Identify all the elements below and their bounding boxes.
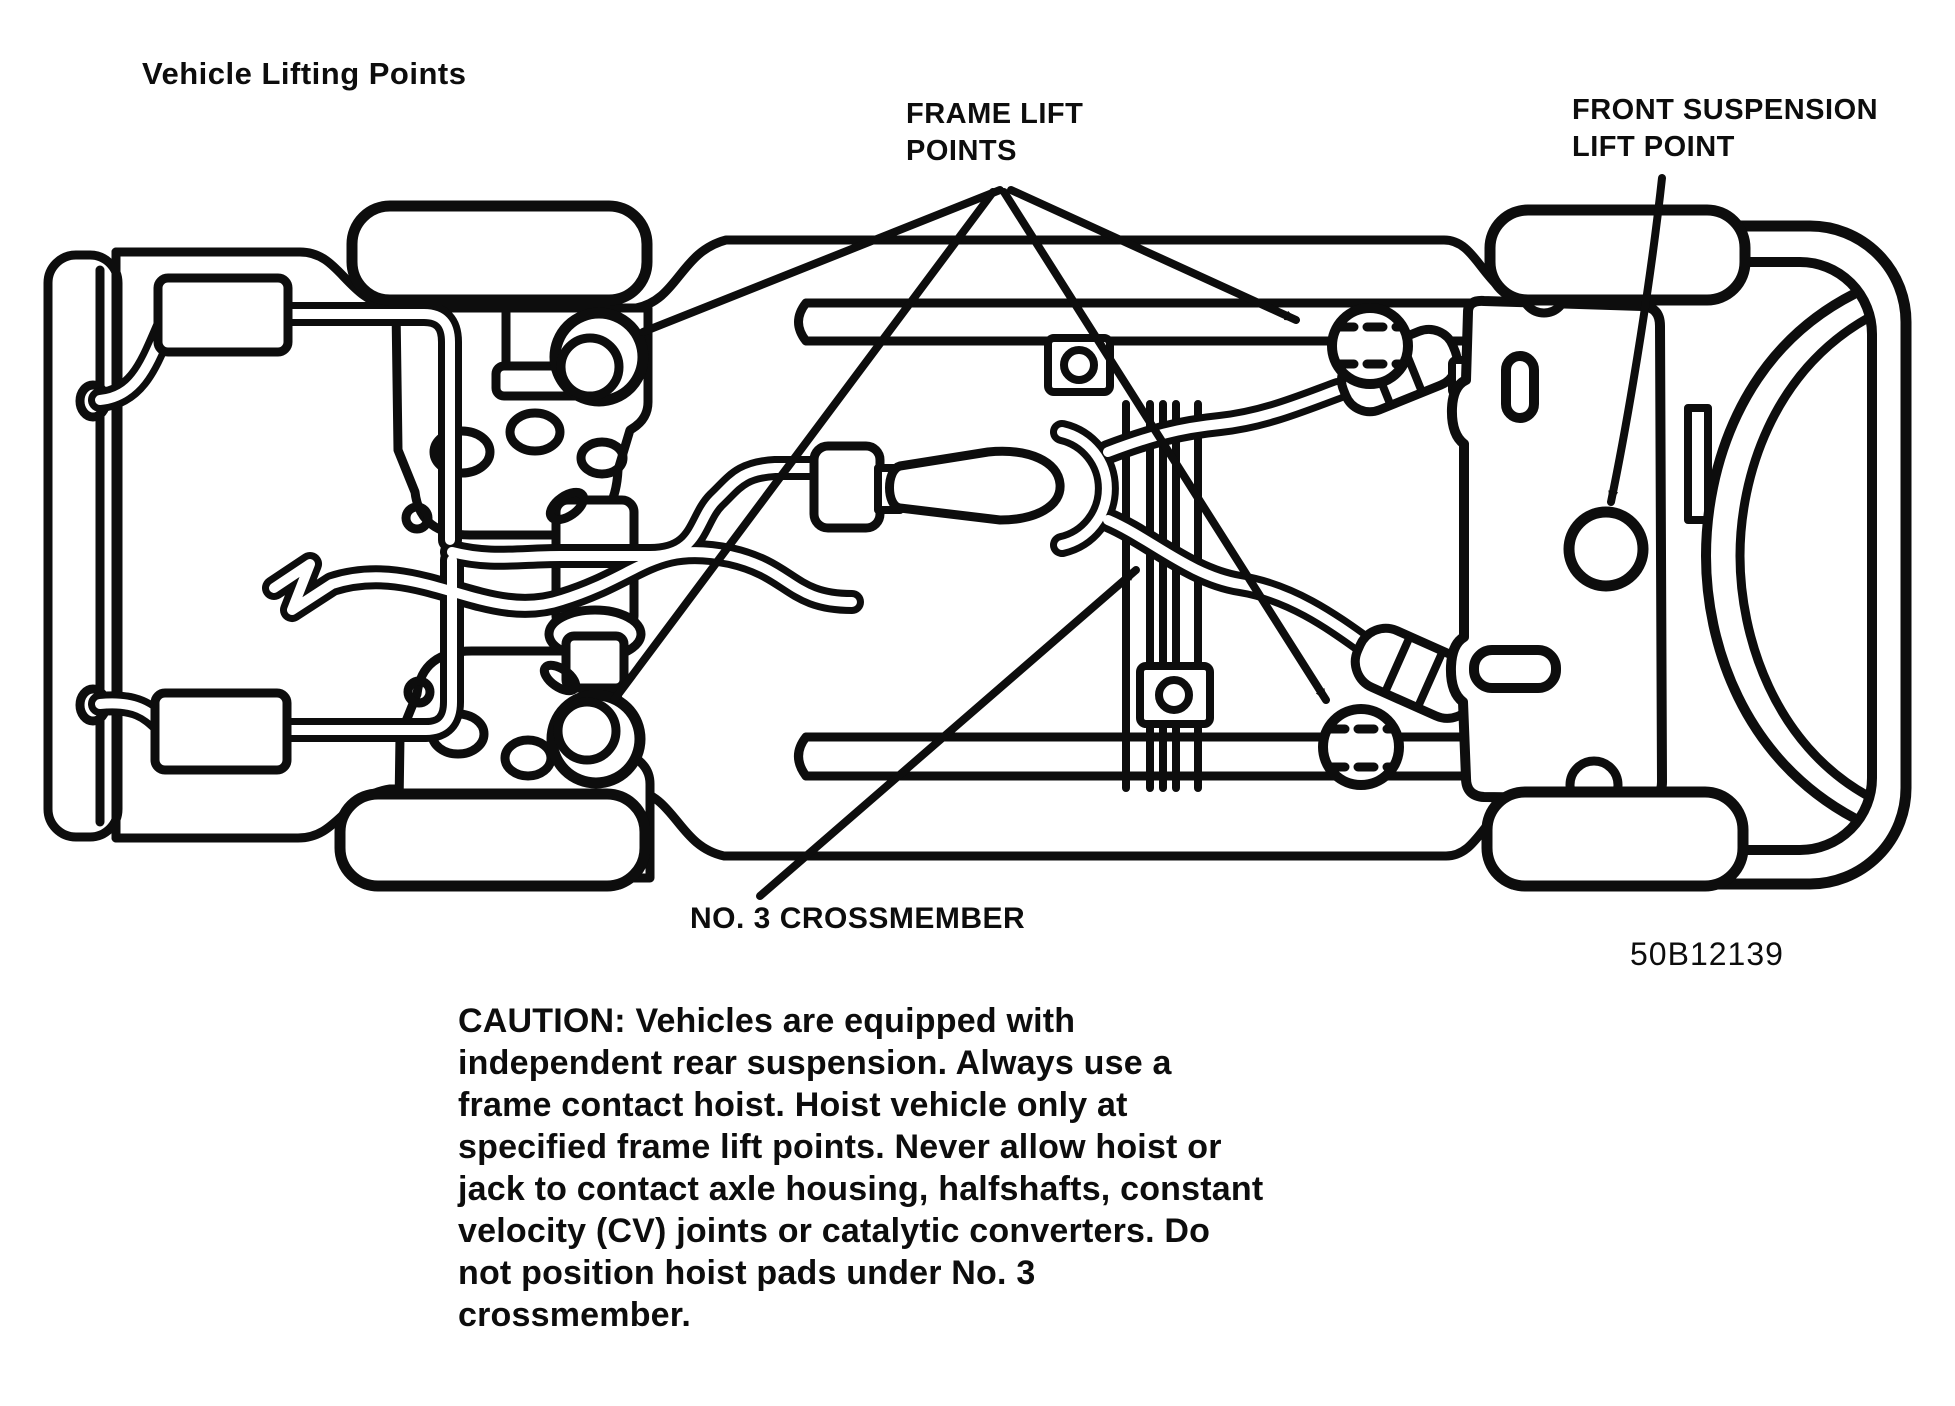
tire-front-left <box>1484 204 1751 306</box>
resonator <box>809 441 885 533</box>
label-front-suspension-lift-point: FRONT SUSPENSION LIFT POINT <box>1572 94 1879 163</box>
page-title: Vehicle Lifting Points <box>142 56 467 91</box>
lift-point-markers <box>546 303 1649 790</box>
frame-lift-point-front-right <box>1318 704 1404 790</box>
tire-front-right <box>1481 786 1749 892</box>
front-suspension-lift-point-marker <box>1563 506 1649 592</box>
callout-arrows <box>610 174 1666 900</box>
label-no3-crossmember: NO. 3 CROSSMEMBER <box>690 902 1026 935</box>
tire-rear-left <box>346 200 653 306</box>
tires <box>334 200 1751 892</box>
leader-frame-lift-front-left <box>1007 186 1300 324</box>
leader-frame-lift-front-right <box>1000 188 1330 704</box>
catalytic-converter <box>885 446 1065 525</box>
leader-frame-lift-rear-left <box>639 186 1004 336</box>
label-frame-lift-points: FRAME LIFT POINTS <box>906 98 1084 167</box>
figure-id: 50B12139 <box>1630 936 1784 972</box>
leader-front-suspension <box>1607 174 1666 506</box>
exhaust-system <box>88 273 1484 775</box>
leader-no3-crossmember <box>756 566 1140 900</box>
muffler-rear-right <box>150 688 292 775</box>
leader-frame-lift-rear-right <box>610 188 997 704</box>
no3-crossmember <box>1044 334 1214 792</box>
muffler-rear-left <box>153 273 293 357</box>
frame-lift-point-front-left <box>1327 303 1413 389</box>
rear-bumper <box>43 250 123 842</box>
engine-block <box>1445 264 1667 814</box>
caution-text: CAUTION: Vehicles are equipped with inde… <box>458 1002 1264 1334</box>
tire-rear-right <box>334 788 651 892</box>
